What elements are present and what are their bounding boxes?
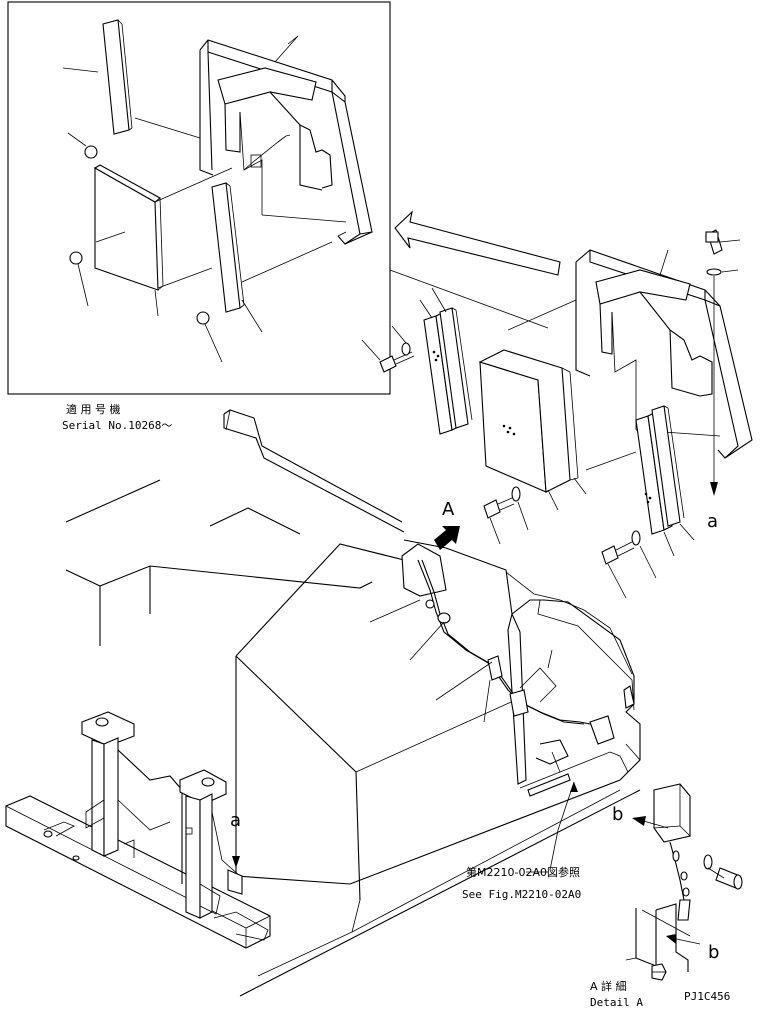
inset-frame-housing (134, 35, 373, 289)
frame-post-left (81, 711, 183, 884)
arrow-b-lower (666, 934, 701, 945)
cab-block (235, 655, 521, 901)
detail-a-wire (669, 841, 691, 921)
wire-harness (369, 543, 615, 773)
detail-a-bolt (703, 854, 743, 890)
view-a-arrow (434, 526, 460, 550)
detail-a-jp: A 詳 細 (590, 979, 627, 993)
detail-a-bracket (625, 903, 691, 972)
chassis-bottom-edge (239, 789, 641, 997)
arrow-down-a-lower (232, 830, 240, 868)
cover-plate-pair (478, 349, 587, 511)
inset-upright-bar-right (211, 182, 263, 333)
detail-a-en: Detail A (590, 996, 643, 1009)
see-fig-en: See Fig.M2210-02A0 (462, 888, 581, 901)
bolt-left-a (361, 325, 415, 373)
inset-upright-bar-left (62, 19, 133, 135)
ref-a-upper-label: a (707, 511, 718, 532)
inset-cover-plate (93, 164, 164, 317)
see-fig-leader (526, 781, 578, 873)
side-panel (349, 539, 641, 885)
drawing-code: PJ1C456 (684, 990, 730, 1003)
applicable-serial-jp: 適 用 号 機 (66, 402, 121, 416)
arrow-down-a (710, 276, 718, 496)
ref-b-upper-label: b (612, 804, 623, 825)
strip-pair-left (419, 287, 473, 435)
serial-number-label: Serial No.10268～ (62, 419, 172, 432)
bolt-upper-right (705, 229, 741, 255)
strip-pair-right (585, 405, 695, 557)
inset-pad-small-2 (69, 251, 89, 307)
bolt-middle (483, 486, 529, 545)
inset-box (7, 1, 549, 395)
washer-upper-right (706, 268, 739, 276)
detail-a-connector (653, 783, 691, 843)
chassis-left-outline (65, 479, 405, 657)
inset-pad-small-3 (196, 311, 223, 363)
view-a-label: A (442, 499, 455, 520)
bolt-lower-right (601, 530, 657, 599)
see-fig-jp: 第M2210-02A0図参照 (466, 865, 580, 879)
ref-b-lower-label: b (708, 942, 719, 963)
detail-a-nut (651, 963, 667, 981)
chassis-top-rail (223, 409, 405, 533)
arrow-b-upper (632, 816, 669, 829)
frame-post-right (179, 769, 269, 941)
ref-a-lower-label: a (230, 810, 241, 831)
view-arrow (394, 210, 561, 276)
inset-pad-small-1 (67, 132, 98, 159)
